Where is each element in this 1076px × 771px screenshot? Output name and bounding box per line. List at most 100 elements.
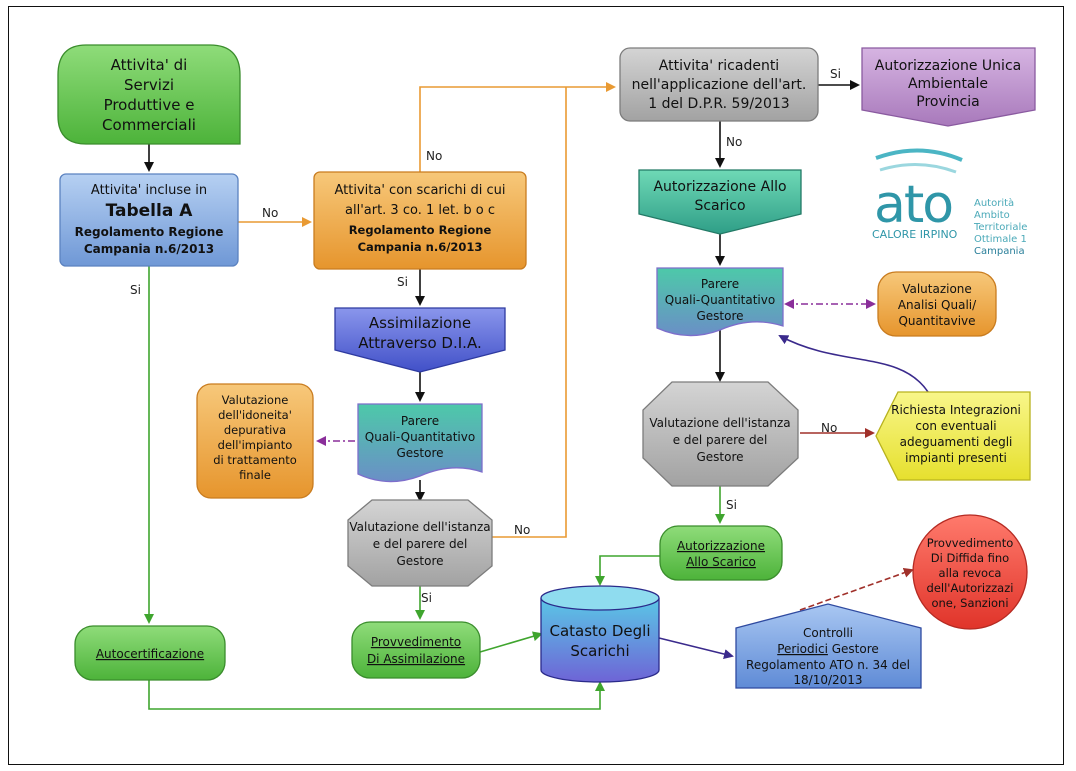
label-no-istanza-right: No	[821, 421, 837, 435]
edge-autscarico-catasto	[595, 555, 660, 586]
svg-text:con eventuali: con eventuali	[915, 419, 996, 433]
label-si-istanza-left: Si	[421, 591, 432, 605]
label-si-ricadenti: Si	[830, 67, 841, 81]
svg-text:Provvedimento: Provvedimento	[371, 635, 461, 649]
svg-text:Regolamento Regione: Regolamento Regione	[75, 225, 224, 239]
svg-text:Quantitavive: Quantitavive	[898, 314, 975, 328]
svg-text:adeguamenti degli: adeguamenti degli	[900, 435, 1013, 449]
svg-text:di trattamento: di trattamento	[213, 453, 297, 467]
svg-text:Autorizzazione Unica: Autorizzazione Unica	[875, 58, 1021, 74]
svg-text:one, Sanzioni: one, Sanzioni	[931, 596, 1008, 610]
ato-logo-wave	[875, 148, 963, 162]
svg-text:Valutazione dell'istanza: Valutazione dell'istanza	[349, 520, 490, 534]
label-no-tabella: No	[262, 206, 278, 220]
svg-text:Catasto Degli: Catasto Degli	[549, 622, 650, 640]
svg-text:Gestore: Gestore	[396, 446, 443, 460]
node-diffida: Provvedimento Di Diffida fino alla revoc…	[912, 514, 1028, 630]
svg-text:Ottimale 1: Ottimale 1	[974, 234, 1027, 245]
node-controlli: Controlli Periodici Gestore Regolamento …	[735, 603, 922, 689]
node-provvedimento: Provvedimento Di Assimilazione	[351, 621, 481, 679]
svg-text:Attivita' con scarichi di cui: Attivita' con scarichi di cui	[335, 183, 506, 198]
edge-scarichi-ricadenti	[419, 82, 616, 172]
node-aua: Autorizzazione Unica Ambientale Provinci…	[861, 47, 1036, 127]
svg-text:Quali-Quantitativo: Quali-Quantitativo	[365, 430, 475, 444]
svg-text:Assimilazione: Assimilazione	[369, 314, 471, 332]
svg-text:Ambientale: Ambientale	[908, 76, 988, 92]
node-scarichi: Attivita' con scarichi di cui all'art. 3…	[313, 171, 527, 270]
svg-text:Controlli: Controlli	[803, 626, 853, 640]
svg-text:Ambito: Ambito	[974, 210, 1010, 221]
svg-text:Regolamento ATO n. 34 del: Regolamento ATO n. 34 del	[746, 658, 910, 672]
svg-text:Territoriale: Territoriale	[973, 222, 1027, 233]
svg-text:Valutazione: Valutazione	[902, 282, 972, 296]
svg-text:dell'idoneita': dell'idoneita'	[218, 408, 292, 422]
svg-text:Attivita' ricadenti: Attivita' ricadenti	[659, 58, 779, 74]
node-parere-right: Parere Quali-Quantitativo Gestore	[656, 267, 784, 337]
svg-text:CALORE IRPINO: CALORE IRPINO	[872, 228, 958, 241]
svg-text:Campania n.6/2013: Campania n.6/2013	[84, 242, 214, 256]
svg-text:Allo Scarico: Allo Scarico	[686, 555, 756, 569]
label-no-scarichi: No	[426, 149, 442, 163]
svg-text:dell'Autorizzazi: dell'Autorizzazi	[927, 581, 1014, 595]
node-catasto: Catasto Degli Scarichi	[540, 585, 660, 683]
svg-text:Parere: Parere	[701, 277, 739, 291]
svg-text:18/10/2013: 18/10/2013	[793, 673, 862, 687]
label-si-scarichi: Si	[397, 275, 408, 289]
label-si-istanza-right: Si	[726, 498, 737, 512]
label-si-tabella: Si	[130, 283, 141, 297]
svg-text:Attivita' di: Attivita' di	[111, 56, 188, 74]
svg-text:Campania n.6/2013: Campania n.6/2013	[358, 240, 483, 254]
ato-logo: ato CALORE IRPINO Autorità Ambito Territ…	[872, 148, 1027, 257]
svg-text:Valutazione dell'istanza: Valutazione dell'istanza	[649, 416, 790, 430]
svg-text:Regolamento Regione: Regolamento Regione	[349, 223, 492, 237]
svg-text:Campania: Campania	[974, 246, 1025, 257]
diagram-frame	[8, 6, 1064, 765]
svg-text:Gestore: Gestore	[396, 554, 443, 568]
svg-text:Analisi Quali/: Analisi Quali/	[898, 298, 977, 312]
svg-text:e del parere del: e del parere del	[673, 433, 768, 447]
svg-text:nell'applicazione dell'art.: nell'applicazione dell'art.	[632, 77, 807, 93]
svg-text:Richiesta Integrazioni: Richiesta Integrazioni	[891, 403, 1021, 417]
node-autocertificazione: Autocertificazione	[74, 625, 226, 681]
edge-autocert-catasto	[148, 680, 605, 710]
svg-text:Provincia: Provincia	[916, 94, 979, 110]
svg-text:Autorità: Autorità	[974, 197, 1014, 209]
svg-text:Parere: Parere	[401, 414, 439, 428]
svg-text:alla revoca: alla revoca	[939, 566, 1002, 580]
node-richiesta: Richiesta Integrazioni con eventuali ade…	[875, 391, 1031, 481]
svg-text:impianti presenti: impianti presenti	[905, 451, 1007, 465]
edge-catasto-controlli	[658, 637, 734, 659]
svg-text:Commerciali: Commerciali	[102, 116, 196, 134]
label-no-istanza-left: No	[514, 523, 530, 537]
edge-labels: No No Si Si No Si Si No No Si	[130, 67, 841, 605]
svg-text:Scarico: Scarico	[694, 198, 745, 214]
node-valutazione-idoneita: Valutazione dell'idoneita' depurativa de…	[196, 383, 314, 499]
svg-text:1 del D.P.R. 59/2013: 1 del D.P.R. 59/2013	[648, 96, 789, 112]
svg-text:Gestore: Gestore	[696, 309, 743, 323]
svg-text:Valutazione: Valutazione	[222, 393, 289, 407]
node-tabella-a: Attivita' incluse in Tabella A Regolamen…	[59, 173, 239, 267]
svg-text:Scarichi: Scarichi	[570, 642, 629, 660]
svg-text:depurativa: depurativa	[224, 423, 286, 437]
node-valutazione-istanza-left: Valutazione dell'istanza e del parere de…	[347, 499, 493, 587]
svg-text:Di Assimilazione: Di Assimilazione	[367, 652, 465, 666]
node-attivita-ricadenti: Attivita' ricadenti nell'applicazione de…	[619, 47, 819, 122]
edge-richiesta-parere	[778, 335, 929, 393]
svg-text:Autorizzazione: Autorizzazione	[677, 539, 765, 553]
edge-provvedimento-catasto	[479, 631, 543, 653]
edges	[144, 80, 929, 710]
label-no-ricadenti: No	[726, 135, 742, 149]
node-attivita-servizi: Attivita' di Servizi Produttive e Commer…	[57, 44, 241, 145]
node-valutazione-istanza-right: Valutazione dell'istanza e del parere de…	[642, 381, 799, 487]
svg-text:Gestore: Gestore	[696, 450, 743, 464]
svg-text:Servizi: Servizi	[124, 76, 174, 94]
svg-text:Tabella A: Tabella A	[106, 201, 194, 221]
svg-text:e del parere del: e del parere del	[373, 537, 468, 551]
node-valutazione-analisi: Valutazione Analisi Quali/ Quantitavive	[877, 271, 997, 337]
svg-text:Autocertificazione: Autocertificazione	[96, 647, 204, 661]
node-assimilazione: Assimilazione Attraverso D.I.A.	[334, 307, 506, 373]
svg-text:Attraverso D.I.A.: Attraverso D.I.A.	[358, 334, 481, 352]
svg-text:finale: finale	[239, 468, 271, 482]
svg-text:Attivita' incluse in: Attivita' incluse in	[91, 183, 207, 198]
